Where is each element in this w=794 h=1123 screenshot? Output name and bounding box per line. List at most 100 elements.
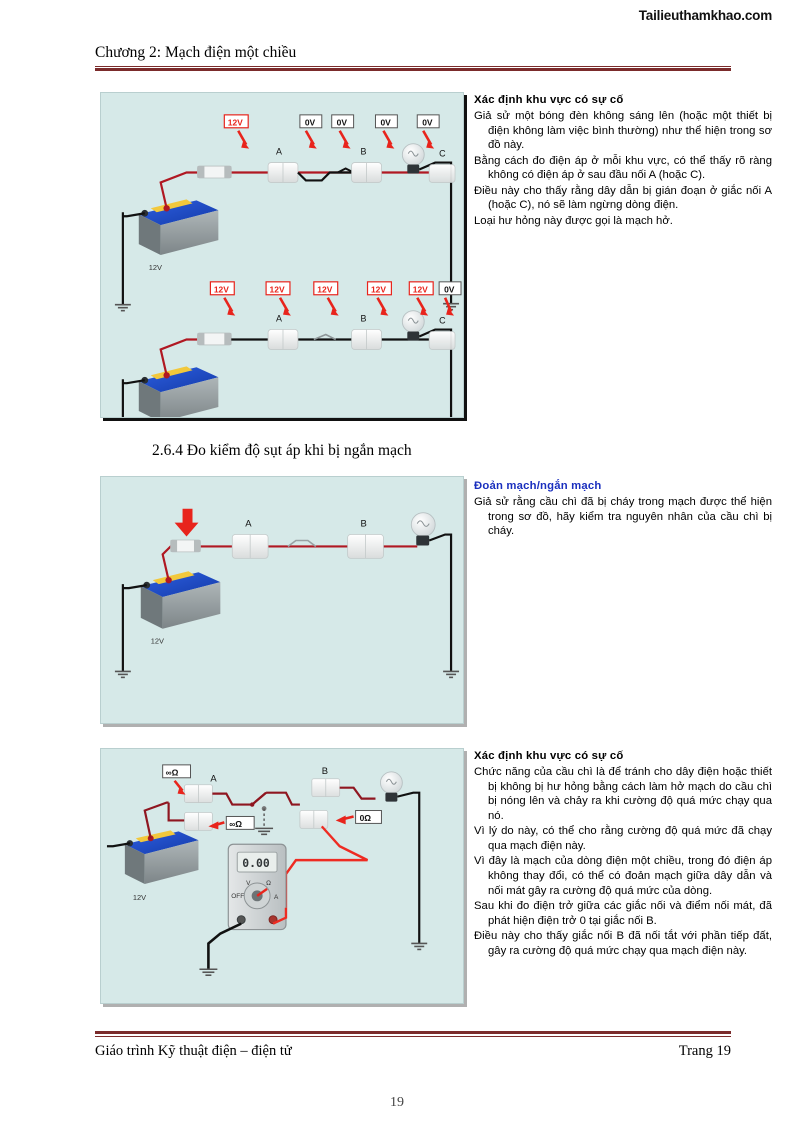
paragraph: Giả sử rằng cầu chì đã bị cháy trong mạc… [474, 496, 772, 538]
bulb-top [401, 143, 425, 174]
block-title: Đoản mạch/ngắn mạch [474, 480, 602, 492]
svg-text:0V: 0V [422, 117, 433, 127]
meter-reading: 0.00 [242, 856, 270, 870]
connector-b-bottom [351, 329, 382, 350]
connector-a-lower [184, 812, 213, 831]
svg-text:B: B [361, 314, 367, 324]
connector-a-upper [184, 784, 213, 803]
fuse-bottom [197, 332, 232, 346]
connector-c-top [428, 164, 456, 183]
svg-text:A: A [276, 314, 282, 324]
block-title: Xác định khu vực có sự cố [474, 750, 624, 762]
paragraph: Vì đây là mạch của dòng điện một chiều, … [474, 855, 772, 897]
paragraph: Vì lý do này, có thể cho rằng cường độ q… [474, 825, 772, 852]
resistance-tag-infinity-lower: ∞Ω [208, 815, 255, 830]
svg-text:A: A [210, 773, 217, 784]
page-number: 19 [390, 1095, 404, 1110]
figure-blown-fuse: 12V A [100, 476, 464, 724]
svg-text:A: A [245, 518, 252, 529]
voltage-tag-top-3: 0V [331, 114, 355, 149]
svg-text:12V: 12V [413, 284, 428, 294]
voltage-tag-bottom-6: 0V [438, 281, 462, 316]
svg-text:A: A [276, 147, 282, 157]
fuse-pointer-arrow [174, 508, 199, 537]
fuse-blown [170, 539, 201, 553]
battery-top [138, 199, 219, 255]
svg-text:12V: 12V [149, 263, 162, 272]
text-block-fault-area-2: Xác định khu vực có sự cố Chức năng của … [474, 750, 772, 958]
svg-text:OFF: OFF [231, 893, 244, 900]
bulb-bottom [401, 310, 425, 341]
svg-text:C: C [439, 149, 446, 159]
watermark: Tailieuthamkhao.com [638, 8, 772, 23]
battery-ohm-circuit [124, 830, 199, 884]
resistance-tag-zero: 0Ω [335, 810, 382, 825]
voltage-tag-top-2: 0V [299, 114, 323, 149]
svg-text:12V: 12V [371, 284, 386, 294]
fuse-top [197, 165, 232, 179]
svg-text:12V: 12V [214, 284, 229, 294]
voltage-tag-bottom-2: 12V [265, 281, 291, 316]
footer-rule-thick [95, 1031, 731, 1034]
connector-b-top [351, 162, 382, 183]
svg-text:0V: 0V [337, 117, 348, 127]
circuit-art-open: 12V A [101, 93, 463, 417]
connector-b-fuse [347, 534, 384, 559]
text-block-short-circuit: Đoản mạch/ngắn mạch Giả sử rằng cầu chì … [474, 480, 772, 539]
resistance-tag-infinity-upper: ∞Ω [162, 764, 192, 795]
footer-rule-thin [95, 1035, 731, 1037]
svg-text:B: B [322, 765, 328, 776]
svg-text:12V: 12V [151, 637, 164, 646]
voltage-tag-top-5: 0V [416, 114, 440, 149]
battery-fuse-circuit [140, 571, 221, 629]
svg-text:V: V [246, 880, 251, 887]
paragraph: Sau khi đo điện trở giữa các giắc nối và… [474, 900, 772, 927]
section-heading: 2.6.4 Đo kiểm độ sụt áp khi bị ngắn mạch [152, 442, 412, 459]
paragraph: Loại hư hỏng này được gọi là mạch hở. [474, 214, 673, 227]
svg-text:0Ω: 0Ω [360, 813, 372, 823]
figure-open-circuit: 12V A [100, 92, 464, 418]
svg-text:B: B [361, 147, 367, 157]
svg-text:12V: 12V [270, 284, 285, 294]
svg-text:∞Ω: ∞Ω [229, 819, 242, 829]
connector-c-bottom [428, 331, 456, 350]
svg-text:Ω: Ω [266, 880, 271, 887]
header-rule-thin [95, 65, 731, 67]
paragraph: Điều này cho thấy rằng dây dẫn bị gián đ… [474, 184, 772, 212]
page-header: Chương 2: Mạch điện một chiều [95, 44, 731, 72]
svg-text:C: C [439, 316, 446, 326]
svg-text:12V: 12V [228, 117, 243, 127]
connector-b-lower [299, 810, 329, 829]
header-title: Chương 2: Mạch điện một chiều [95, 44, 297, 61]
voltage-tag-bottom-4: 12V [366, 281, 392, 316]
paragraph: Giả sử một bóng đèn không sáng lên (hoặc… [474, 110, 772, 152]
svg-text:0V: 0V [305, 117, 316, 127]
paragraph: Bằng cách đo điện áp ở mỗi khu vực, có t… [474, 154, 772, 182]
text-block-fault-area-1: Xác định khu vực có sự cố Giả sử một bón… [474, 94, 772, 229]
bulb-fuse-circuit [410, 512, 436, 546]
svg-text:A: A [274, 894, 279, 901]
svg-text:B: B [361, 518, 367, 529]
block-title: Xác định khu vực có sự cố [474, 94, 624, 106]
connector-b-upper [311, 778, 341, 798]
multimeter: 0.00 V Ω OFF A [227, 843, 287, 931]
svg-text:12V: 12V [317, 284, 332, 294]
svg-text:0V: 0V [444, 284, 455, 294]
connector-a-fuse [231, 534, 269, 559]
battery-bottom [138, 366, 219, 417]
paragraph: Chức năng của cầu chì là để tránh cho dâ… [474, 766, 772, 822]
voltage-tag-top-1: 12V [223, 114, 250, 149]
figure-resistance-test: 12V A [100, 748, 464, 1004]
paragraph: Điều này cho thấy giắc nối B đã nối tắt … [474, 930, 772, 957]
svg-text:12V: 12V [133, 893, 146, 902]
circuit-art-ohm: 12V A [101, 749, 463, 1003]
voltage-tag-bottom-3: 12V [313, 281, 339, 316]
header-rule-thick [95, 68, 731, 72]
connector-a-bottom [267, 329, 299, 350]
voltage-tag-bottom-5: 12V [408, 281, 434, 316]
voltage-tag-bottom-1: 12V [209, 281, 236, 316]
bulb-ohm-circuit [380, 771, 403, 802]
voltage-tag-top-4: 0V [374, 114, 398, 149]
svg-text:∞Ω: ∞Ω [166, 767, 179, 777]
